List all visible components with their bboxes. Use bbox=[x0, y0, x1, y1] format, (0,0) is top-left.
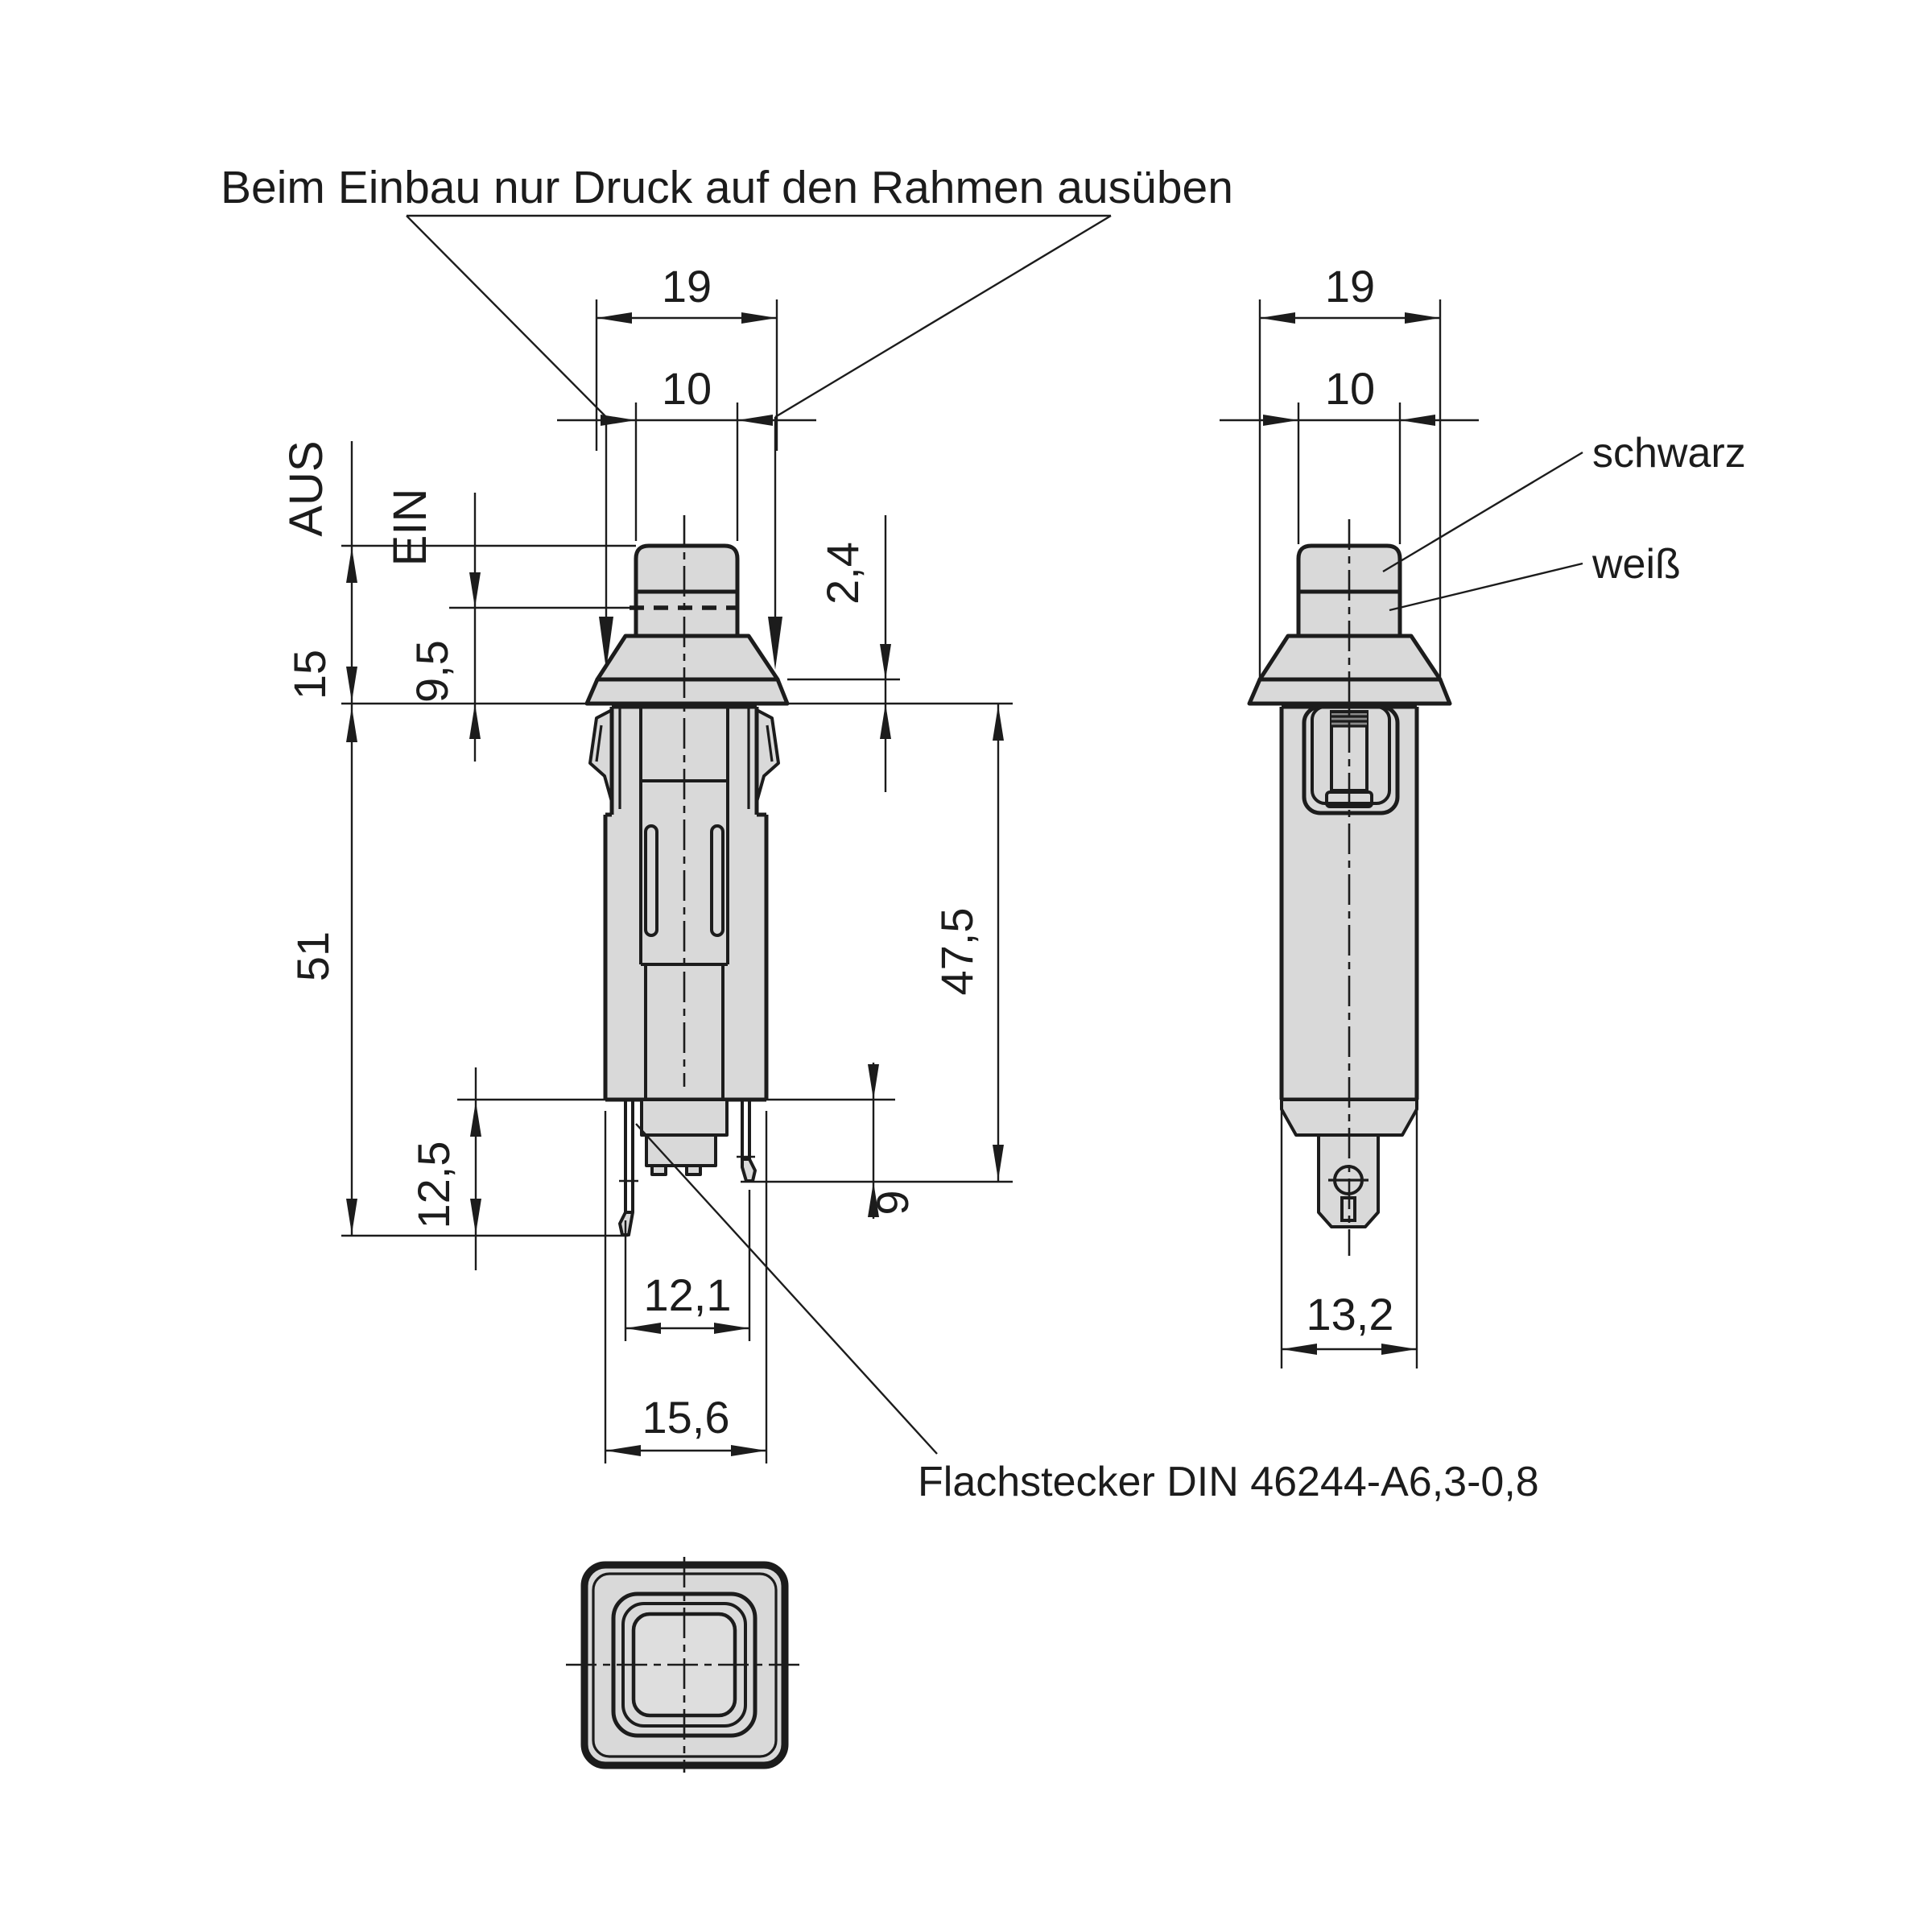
label-aus: AUS bbox=[280, 440, 332, 536]
press-arrow-left bbox=[599, 617, 613, 670]
button-bezel-frame bbox=[595, 634, 780, 682]
side-dimension-frame-width: 19 bbox=[1258, 261, 1442, 683]
svg-text:12,1: 12,1 bbox=[644, 1269, 732, 1320]
svg-text:12,5: 12,5 bbox=[408, 1141, 459, 1229]
snap-clip-left bbox=[588, 708, 613, 803]
connector-leader-line bbox=[635, 1123, 938, 1455]
label-ein: EIN bbox=[384, 489, 436, 567]
switch-body bbox=[603, 704, 769, 1102]
svg-text:19: 19 bbox=[662, 261, 712, 312]
dimension-body-length-47-5: 47,5 bbox=[931, 704, 1004, 1182]
mounting-flange bbox=[584, 677, 790, 706]
dimension-flange-thickness-2-4: 2,4 bbox=[817, 515, 891, 792]
bottom-view bbox=[566, 1557, 803, 1773]
svg-text:10: 10 bbox=[1325, 363, 1375, 414]
svg-text:19: 19 bbox=[1325, 261, 1375, 312]
svg-text:47,5: 47,5 bbox=[931, 908, 982, 996]
svg-text:9,5: 9,5 bbox=[407, 640, 457, 703]
color-label-weiss: weiß bbox=[1389, 541, 1681, 612]
body-slot-right bbox=[710, 824, 724, 937]
installation-note: Beim Einbau nur Druck auf den Rahmen aus… bbox=[221, 162, 1233, 670]
press-arrow-tails bbox=[605, 417, 777, 618]
connector-note: Flachstecker DIN 46244-A6,3-0,8 bbox=[635, 1123, 1539, 1505]
clip-window-inner bbox=[1311, 705, 1391, 805]
svg-text:51: 51 bbox=[287, 931, 338, 981]
dimension-terminal-span-12-1: 12,1 bbox=[624, 1190, 751, 1341]
connector-note-text: Flachstecker DIN 46244-A6,3-0,8 bbox=[918, 1459, 1539, 1505]
body-slot-left bbox=[644, 824, 658, 937]
front-view: 19 10 AUS EIN bbox=[280, 261, 1013, 1463]
dimension-terminal-short-9: 9 bbox=[867, 1063, 918, 1219]
dimension-body-width-15-6: 15,6 bbox=[604, 1111, 768, 1463]
dimension-total-length-51: 51 bbox=[287, 707, 357, 1234]
side-dimension-button-width: 10 bbox=[1220, 363, 1479, 544]
dimension-frame-width: 19 bbox=[595, 261, 778, 451]
svg-text:10: 10 bbox=[662, 363, 712, 414]
installation-note-text: Beim Einbau nur Druck auf den Rahmen aus… bbox=[221, 162, 1233, 213]
dimension-protrusion-on-9-5: 9,5 bbox=[407, 493, 481, 762]
svg-text:13,2: 13,2 bbox=[1307, 1289, 1394, 1340]
bottom-center-block bbox=[640, 1098, 729, 1176]
svg-text:schwarz: schwarz bbox=[1592, 430, 1746, 477]
press-arrow-right bbox=[768, 617, 782, 670]
dimension-terminal-long-12-5: 12,5 bbox=[408, 1067, 481, 1270]
dimension-protrusion-off-15: 15 bbox=[284, 441, 357, 1236]
side-view: 19 10 schwarz weiß bbox=[1220, 261, 1746, 1368]
dimension-button-width: 10 bbox=[557, 363, 816, 541]
color-label-schwarz: schwarz bbox=[1382, 430, 1746, 573]
svg-text:15,6: 15,6 bbox=[642, 1392, 730, 1443]
snap-clip-right bbox=[755, 708, 780, 803]
svg-text:weiß: weiß bbox=[1591, 541, 1681, 588]
note-funnel-lines bbox=[406, 214, 1112, 419]
terminal-right bbox=[737, 1100, 757, 1183]
svg-text:9: 9 bbox=[867, 1190, 918, 1215]
dimension-body-depth-13-2: 13,2 bbox=[1280, 1111, 1418, 1368]
terminal-left bbox=[618, 1100, 638, 1236]
svg-text:2,4: 2,4 bbox=[817, 542, 868, 605]
svg-text:15: 15 bbox=[284, 650, 335, 700]
